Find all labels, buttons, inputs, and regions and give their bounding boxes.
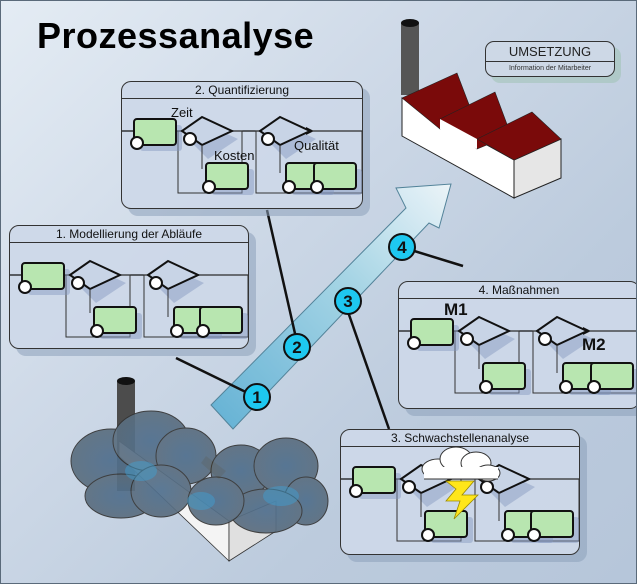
flow-event-marker (202, 180, 216, 194)
flow-task (410, 318, 454, 346)
panel-heading: 2. Quantifizierung (122, 82, 362, 99)
flow-event-marker (310, 180, 324, 194)
annotation-m1: M1 (444, 300, 468, 319)
step-badge-1: 1 (243, 383, 271, 411)
flow-task (133, 118, 177, 146)
flow-event-marker (479, 380, 493, 394)
flow-task (205, 162, 249, 190)
panel-modellierung: 1. Modellierung der Abläufe (9, 225, 249, 349)
flow-event-marker (501, 528, 515, 542)
flow-event-marker (402, 480, 416, 494)
flow-event-marker (349, 484, 363, 498)
process-flow (122, 115, 362, 195)
panel-heading: 4. Maßnahmen (399, 282, 636, 299)
step-badge-4: 4 (388, 233, 416, 261)
flow-event-marker (282, 180, 296, 194)
flow-event-marker (18, 280, 32, 294)
flow-task (93, 306, 137, 334)
umsetzung-subtitle: Information der Mitarbeiter (508, 65, 592, 72)
flow-event-marker (559, 380, 573, 394)
flow-event-marker (460, 332, 474, 346)
flow-task (530, 510, 574, 538)
page-title: Prozessanalyse (37, 15, 315, 56)
panel-massnahmen: 4. Maßnahmen (398, 281, 636, 409)
connector-1 (175, 356, 257, 399)
flow-event-marker (587, 380, 601, 394)
flow-task (590, 362, 634, 390)
process-flow (10, 259, 248, 339)
panel-quantifizierung: 2. Quantifizierung (121, 81, 363, 209)
flow-task (313, 162, 357, 190)
lightning-icon (444, 480, 479, 520)
flow-event-marker (261, 132, 275, 146)
flow-task (352, 466, 396, 494)
flow-event-marker (149, 276, 163, 290)
flow-event-marker (183, 132, 197, 146)
connector-2 (265, 209, 298, 339)
factory-icon (401, 19, 562, 199)
flow-event-marker (421, 528, 435, 542)
flow-event-marker (527, 528, 541, 542)
annotation-kosten: Kosten (214, 148, 255, 163)
annotation-zeit: Zeit (171, 105, 193, 120)
step-badge-3: 3 (334, 287, 362, 315)
polluted-factory-icon (70, 377, 329, 562)
flow-event-marker (196, 324, 210, 338)
storm-cloud-icon (421, 446, 501, 520)
umsetzung-heading: UMSETZUNG (486, 42, 614, 62)
flow-event-marker (538, 332, 552, 346)
flow-event-marker (130, 136, 144, 150)
flow-event-marker (90, 324, 104, 338)
flow-event-marker (71, 276, 85, 290)
panel-schwachstellenanalyse: 3. Schwachstellenanalyse (340, 429, 580, 555)
panel-heading: 1. Modellierung der Abläufe (10, 226, 248, 243)
flow-event-marker (407, 336, 421, 350)
connector-3 (345, 308, 391, 430)
flow-task (424, 510, 468, 538)
annotation-qualitaet: Qualität (294, 138, 339, 153)
annotation-m2: M2 (582, 335, 606, 354)
process-flow (341, 463, 579, 543)
flow-task (21, 262, 65, 290)
process-flow (399, 315, 636, 395)
connector-4 (410, 248, 464, 268)
panel-heading: 3. Schwachstellenanalyse (341, 430, 579, 447)
flow-event-marker (170, 324, 184, 338)
flow-task (199, 306, 243, 334)
step-badge-2: 2 (283, 333, 311, 361)
flow-task (482, 362, 526, 390)
umsetzung-box: UMSETZUNG Information der Mitarbeiter (485, 41, 615, 77)
